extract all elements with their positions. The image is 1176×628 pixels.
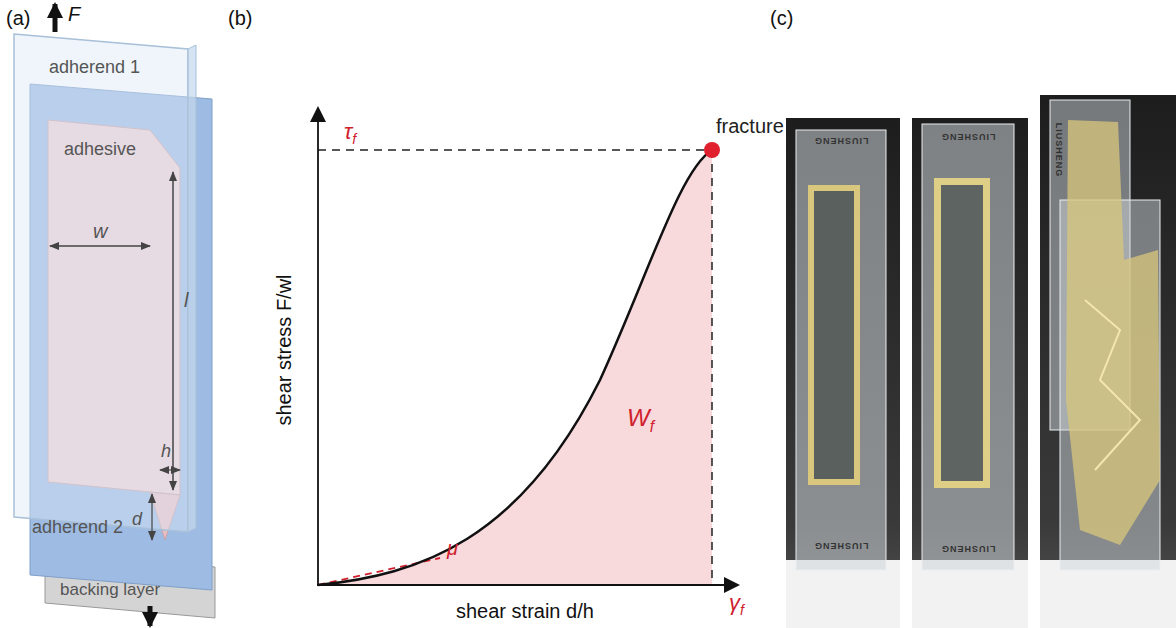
axis xyxy=(317,108,319,586)
axis xyxy=(317,584,738,586)
dimension-symbol: d xyxy=(132,510,142,530)
part-name: backing layer xyxy=(60,581,160,600)
plate-edge xyxy=(188,45,196,532)
curve xyxy=(318,150,712,585)
dimension-symbol: w xyxy=(93,220,107,242)
adhesive-film xyxy=(941,185,983,481)
subscript: f xyxy=(740,602,744,618)
stress-strain-chart xyxy=(317,108,738,586)
point-label: fracture xyxy=(716,115,784,137)
photo xyxy=(1040,95,1176,628)
part-name: adhesive xyxy=(64,140,136,160)
dimension-line xyxy=(172,172,174,490)
work-area xyxy=(318,150,712,585)
brand-text: LIUSHENG xyxy=(814,135,869,145)
slope-symbol: μ xyxy=(447,537,458,559)
slide xyxy=(922,124,1014,570)
tear-line xyxy=(1085,300,1140,470)
adherend-1-plate xyxy=(14,34,188,532)
lap-shear-schematic xyxy=(14,4,215,626)
photo xyxy=(912,118,1028,628)
part-label-box: backing layer xyxy=(56,579,164,602)
brand-text: LIUSHENG xyxy=(814,540,869,550)
axis-title: shear stress F/wl xyxy=(273,274,295,425)
dimension-symbol: l xyxy=(184,289,188,311)
photo-sequence xyxy=(786,95,1176,628)
part-label-box: adherend 1 xyxy=(45,56,144,80)
subscript: f xyxy=(352,131,356,147)
adhesive-film xyxy=(808,185,860,485)
adhesive-film xyxy=(934,178,990,488)
force-symbol: F xyxy=(68,3,80,25)
subscript: f xyxy=(650,418,654,435)
axis-value: γf xyxy=(729,591,744,619)
brand-text: LIUSHENG xyxy=(941,543,996,553)
panel-letter: (a) xyxy=(6,7,30,29)
brand-text: LIUSHENG xyxy=(1053,123,1063,178)
dimension-line xyxy=(151,494,152,540)
guide-line xyxy=(711,150,713,585)
part-label-box: adhesive xyxy=(60,138,140,162)
panel-letter: (b) xyxy=(228,7,252,29)
fracture-dot xyxy=(704,142,720,158)
dimension-symbol: h xyxy=(161,442,171,462)
dimension-line xyxy=(160,469,180,470)
part-name: adherend 2 xyxy=(32,518,123,538)
part-label-box: adherend 2 xyxy=(28,516,127,540)
guide-line xyxy=(318,149,712,151)
panel-letter: (c) xyxy=(770,7,793,29)
axis-value: τf xyxy=(344,120,356,148)
force-arrow xyxy=(53,4,58,32)
photo xyxy=(786,118,900,628)
torn-adhesive xyxy=(1066,120,1160,545)
slide xyxy=(796,130,886,570)
axis-title: shear strain d/h xyxy=(456,600,594,622)
force-arrow xyxy=(148,606,153,626)
brand-text: LIUSHENG xyxy=(941,131,996,141)
area-symbol: Wf xyxy=(627,405,654,435)
part-name: adherend 1 xyxy=(49,58,140,78)
dimension-line xyxy=(50,245,150,247)
adhesive-film xyxy=(814,191,854,479)
